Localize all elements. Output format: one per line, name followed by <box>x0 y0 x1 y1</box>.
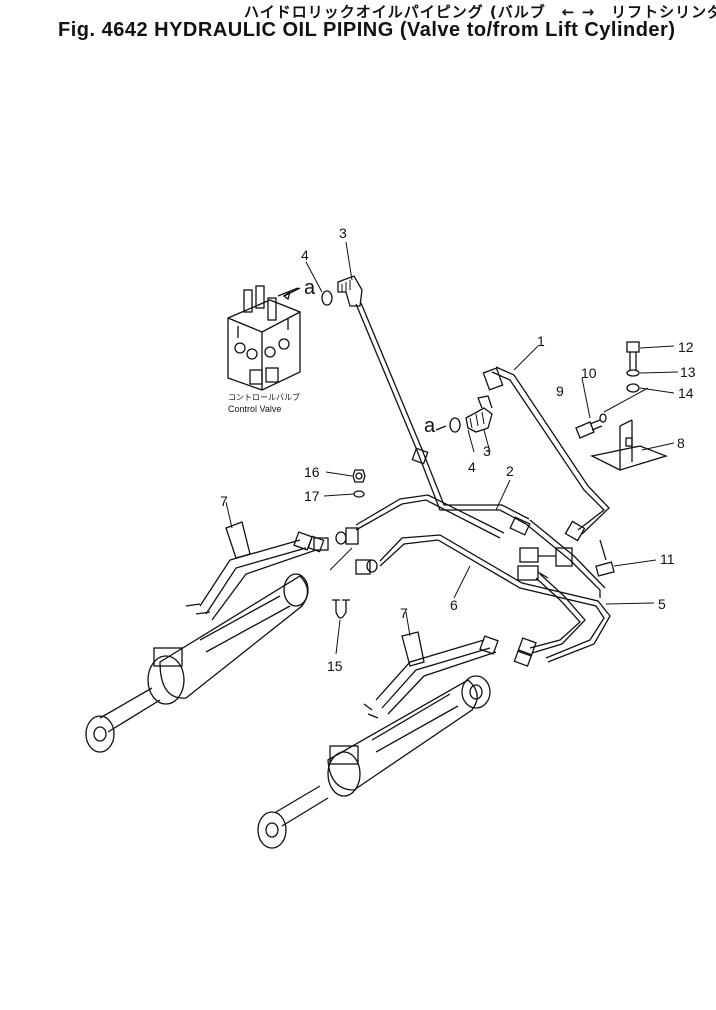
callout-12: 12 <box>678 339 694 355</box>
callout-9: 9 <box>556 383 564 399</box>
lift-cylinder-right <box>257 675 491 849</box>
callout-4-top: 4 <box>301 247 309 263</box>
leader-lines <box>225 241 679 655</box>
control-valve-label-jp: コントロールバルブ <box>228 392 300 402</box>
port-a-top: a <box>304 277 316 299</box>
elbow-fitting-top <box>337 275 363 307</box>
callout-11: 11 <box>660 551 675 567</box>
callout-7-left: 7 <box>220 493 228 509</box>
callout-4-mid: 4 <box>468 459 476 475</box>
u-bolt <box>335 600 347 619</box>
callout-6: 6 <box>450 597 458 613</box>
port-a-mid: a <box>424 415 436 437</box>
title-english: Fig. 4642 HYDRAULIC OIL PIPING (Valve to… <box>58 19 676 41</box>
junction-block-left <box>517 547 573 581</box>
elbow-fitting-mid <box>465 395 493 433</box>
o-ring-mid <box>449 417 461 433</box>
callout-3-mid: 3 <box>483 443 491 459</box>
fitting-cluster-left <box>313 527 378 575</box>
control-valve-label-en: Control Valve <box>228 404 281 414</box>
hose-7-left <box>185 521 325 621</box>
callout-3-top: 3 <box>339 225 347 241</box>
bolt-12 <box>626 341 640 370</box>
callout-16: 16 <box>304 464 320 480</box>
bracket <box>590 419 668 471</box>
control-valve <box>227 285 301 391</box>
callout-2: 2 <box>506 463 514 479</box>
hose-7-right <box>363 631 537 719</box>
washer <box>353 490 365 498</box>
callout-1: 1 <box>537 333 545 349</box>
washer-10 <box>599 413 607 423</box>
callout-15: 15 <box>327 658 343 674</box>
lock-washer-14 <box>626 383 640 393</box>
title-japanese: ハイドロリックオイルパイピング (バルブ ← → リフトシリンダ) <box>244 3 716 21</box>
callout-7-right: 7 <box>400 605 408 621</box>
pipe-crossover <box>355 494 611 663</box>
pipe-2 <box>355 302 606 598</box>
callout-13: 13 <box>680 364 696 380</box>
o-ring-top <box>321 290 333 306</box>
callout-14: 14 <box>678 385 694 401</box>
callout-17: 17 <box>304 488 320 504</box>
nut <box>352 469 366 483</box>
pipe-5 <box>529 573 586 654</box>
fitting-11 <box>595 539 615 577</box>
lift-cylinder-left <box>85 573 309 753</box>
washer-13 <box>626 369 640 377</box>
callout-5: 5 <box>658 596 666 612</box>
pipe-1 <box>482 366 610 542</box>
bolt-9 <box>575 419 603 439</box>
callout-10: 10 <box>581 365 597 381</box>
callout-8: 8 <box>677 435 685 451</box>
